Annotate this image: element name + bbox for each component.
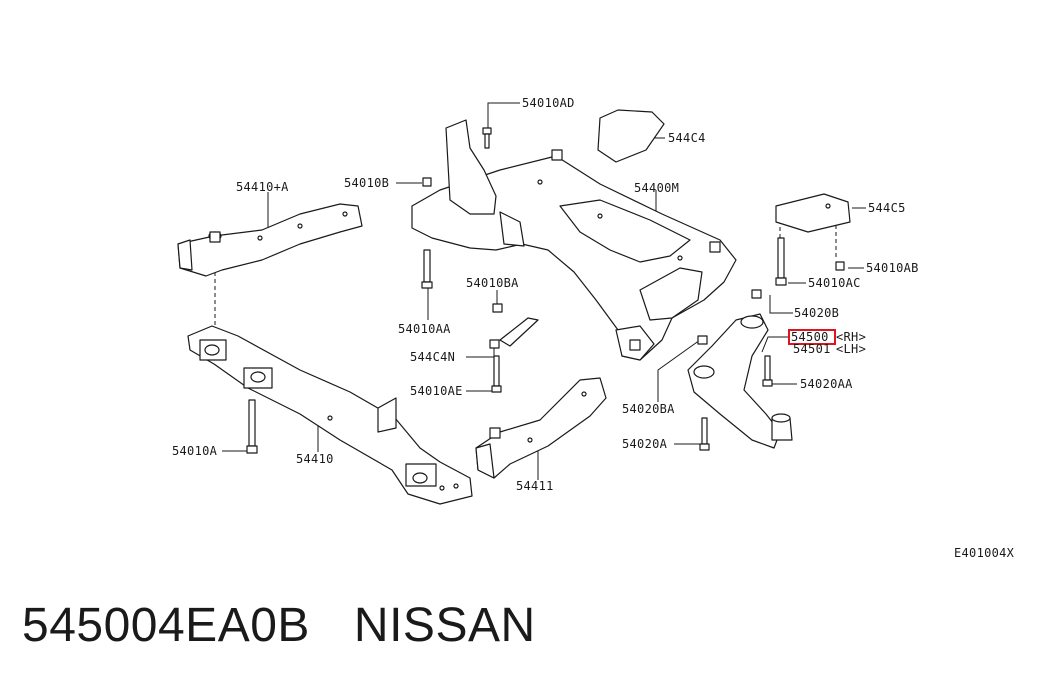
label-54010aa: 54010AA bbox=[398, 322, 451, 336]
label-544c4: 544C4 bbox=[668, 131, 706, 145]
label-54020aa: 54020AA bbox=[800, 377, 853, 391]
label-54500: 54500 bbox=[791, 330, 829, 344]
label-54020b: 54020B bbox=[794, 306, 839, 320]
label-54500-side: <RH> bbox=[836, 330, 866, 344]
bracket-544c5 bbox=[775, 193, 851, 233]
label-544c4n: 544C4N bbox=[410, 350, 455, 364]
label-54020a: 54020A bbox=[622, 437, 668, 451]
caption: 545004EA0B NISSAN bbox=[22, 598, 536, 653]
bracket-544c4 bbox=[597, 109, 665, 163]
brand-name: NISSAN bbox=[353, 599, 536, 652]
label-54410a: 54410+A bbox=[236, 180, 289, 194]
label-54010a: 54010A bbox=[172, 444, 218, 458]
label-54411: 54411 bbox=[516, 479, 554, 493]
label-54501-side: <LH> bbox=[836, 342, 866, 356]
label-54400m: 54400M bbox=[634, 181, 679, 195]
crossmember-54410 bbox=[187, 325, 473, 505]
label-54020ba: 54020BA bbox=[622, 402, 675, 416]
reference-code: E401004X bbox=[954, 546, 1015, 560]
part-number: 545004EA0B bbox=[22, 599, 310, 652]
label-54501: 54501 bbox=[793, 342, 831, 356]
label-54010ba: 54010BA bbox=[466, 276, 519, 290]
label-54010ac: 54010AC bbox=[808, 276, 861, 290]
subframe-54400m bbox=[411, 119, 737, 361]
highlight-54500 bbox=[788, 329, 836, 345]
label-544c5: 544C5 bbox=[868, 201, 906, 215]
side-member-54411 bbox=[475, 377, 607, 479]
label-54010b: 54010B bbox=[344, 176, 389, 190]
link-544c4n bbox=[499, 317, 539, 347]
side-member-54410a bbox=[177, 203, 363, 277]
label-54010ad: 54010AD bbox=[522, 96, 575, 110]
label-54410: 54410 bbox=[296, 452, 334, 466]
lower-arm-54500 bbox=[687, 313, 793, 449]
label-54010ae: 54010AE bbox=[410, 384, 463, 398]
part-labels: 54010AD 544C4 54410+A 54010B 54400M 544C… bbox=[172, 96, 1015, 560]
bolts bbox=[246, 127, 845, 454]
label-54010ab: 54010AB bbox=[866, 261, 919, 275]
